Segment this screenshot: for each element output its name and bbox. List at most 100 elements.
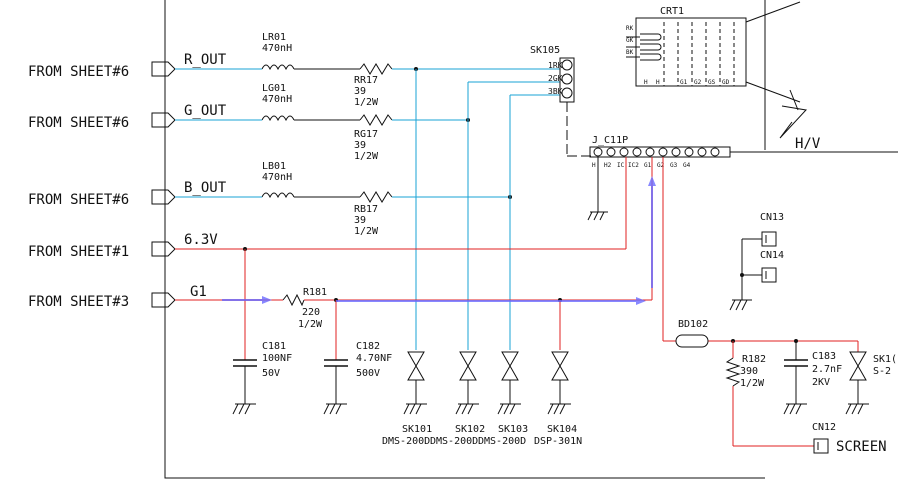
svg-text:50V: 50V xyxy=(262,368,280,379)
svg-text:G1: G1 xyxy=(680,79,688,86)
net-green-cathode xyxy=(175,81,560,350)
svg-text:C183: C183 xyxy=(812,351,836,362)
svg-text:G2: G2 xyxy=(657,162,665,169)
svg-text:100NF: 100NF xyxy=(262,353,292,364)
resistor-r182: R182 390 1/2W xyxy=(725,354,766,389)
svg-text:1/2W: 1/2W xyxy=(354,151,379,162)
svg-text:SK104: SK104 xyxy=(547,424,577,435)
crt-tube: CRT1 RK GK BK H H G1 G2 GS GD xyxy=(626,1,807,139)
svg-text:GK: GK xyxy=(626,37,634,44)
svg-text:RG17: RG17 xyxy=(354,129,378,140)
net-label-r-out: R_OUT xyxy=(184,52,227,68)
input-port-b: FROM SHEET#6 B_OUT xyxy=(28,180,262,208)
svg-text:1/2W: 1/2W xyxy=(354,97,379,108)
capacitor-c183: C183 2.7nF 2KV xyxy=(783,341,842,415)
ground-c181 xyxy=(232,403,256,415)
svg-text:G3: G3 xyxy=(670,162,678,169)
connector-sk105: SK105 1RK 2GK 3BK xyxy=(530,45,592,157)
svg-text:G4: G4 xyxy=(683,162,691,169)
svg-text:GD: GD xyxy=(722,79,730,86)
svg-text:39: 39 xyxy=(354,140,366,151)
net-heater-6v3 xyxy=(175,157,627,360)
sparkgap-sk102: SK102 DMS-200D xyxy=(430,351,485,447)
svg-text:39: 39 xyxy=(354,86,366,97)
net-blue-cathode xyxy=(175,94,560,350)
svg-text:1RK: 1RK xyxy=(548,61,563,70)
input-label-heater: FROM SHEET#1 xyxy=(28,244,129,260)
svg-text:J_C11P: J_C11P xyxy=(592,135,628,146)
svg-text:RB17: RB17 xyxy=(354,204,378,215)
svg-text:470nH: 470nH xyxy=(262,172,292,183)
svg-text:1/2W: 1/2W xyxy=(298,319,323,330)
net-screen xyxy=(662,157,859,447)
input-port-heater: FROM SHEET#1 6.3V xyxy=(28,232,218,260)
bead-bd102: BD102 xyxy=(675,319,709,348)
input-label-g1: FROM SHEET#3 xyxy=(28,294,129,310)
svg-text:SK105: SK105 xyxy=(530,45,560,56)
svg-text:C181: C181 xyxy=(262,341,286,352)
net-label-6v3: 6.3V xyxy=(184,232,218,248)
svg-text:220: 220 xyxy=(302,307,320,318)
svg-text:1/2W: 1/2W xyxy=(354,226,379,237)
input-port-g1: FROM SHEET#3 G1 xyxy=(28,284,207,310)
svg-text:G2: G2 xyxy=(694,79,702,86)
inductor-lr01: LR01 470nH xyxy=(261,32,295,71)
inductor-lg01: LG01 470nH xyxy=(261,83,295,122)
svg-text:2.7nF: 2.7nF xyxy=(812,364,842,375)
svg-text:S-2: S-2 xyxy=(873,366,891,377)
input-port-r: FROM SHEET#6 R_OUT xyxy=(28,52,262,80)
svg-text:SCREEN: SCREEN xyxy=(836,439,887,455)
svg-text:LG01: LG01 xyxy=(262,83,286,94)
resistor-r181: R181 220 1/2W xyxy=(282,287,327,330)
svg-text:DMS-200D: DMS-200D xyxy=(430,436,478,447)
sparkgap-partial: SK1( S-2 xyxy=(845,351,897,415)
svg-text:LR01: LR01 xyxy=(262,32,286,43)
inductor-lb01: LB01 470nH xyxy=(261,161,295,199)
svg-text:SK103: SK103 xyxy=(498,424,528,435)
svg-text:DMS-200D: DMS-200D xyxy=(382,436,430,447)
svg-text:SK101: SK101 xyxy=(402,424,432,435)
svg-text:390: 390 xyxy=(740,366,758,377)
svg-text:500V: 500V xyxy=(356,368,380,379)
svg-text:RR17: RR17 xyxy=(354,75,378,86)
svg-text:R181: R181 xyxy=(303,287,327,298)
svg-text:CN13: CN13 xyxy=(760,212,784,223)
svg-text:3BK: 3BK xyxy=(548,87,563,96)
svg-text:4.70NF: 4.70NF xyxy=(356,353,392,364)
resistor-rb17: RB17 39 1/2W xyxy=(354,191,393,237)
annotation-arrows xyxy=(222,176,656,305)
svg-text:R182: R182 xyxy=(742,354,766,365)
svg-text:CN14: CN14 xyxy=(760,250,784,261)
svg-text:IC: IC xyxy=(617,162,625,169)
svg-text:H: H xyxy=(656,79,660,86)
connector-cn14: CN14 xyxy=(740,250,784,283)
svg-text:470nH: 470nH xyxy=(262,94,292,105)
net-label-g1: G1 xyxy=(190,284,207,300)
ground-socket xyxy=(587,211,608,221)
net-label-g-out: G_OUT xyxy=(184,103,227,119)
ground-cn xyxy=(729,238,752,311)
sparkgap-sk103: SK103 DMS-200D xyxy=(478,351,528,447)
svg-text:DSP-301N: DSP-301N xyxy=(534,436,582,447)
input-label-g: FROM SHEET#6 xyxy=(28,115,129,131)
svg-text:CRT1: CRT1 xyxy=(660,6,684,17)
svg-text:BK: BK xyxy=(626,49,634,56)
connector-cn13: CN13 xyxy=(748,212,784,247)
svg-text:H: H xyxy=(644,79,648,86)
capacitor-c182: C182 4.70NF 500V xyxy=(324,341,392,404)
net-label-b-out: B_OUT xyxy=(184,180,227,196)
svg-text:G1: G1 xyxy=(644,162,652,169)
svg-text:C182: C182 xyxy=(356,341,380,352)
connector-cn12: CN12 SCREEN xyxy=(812,422,887,455)
svg-text:2GK: 2GK xyxy=(548,74,563,83)
svg-text:CN12: CN12 xyxy=(812,422,836,433)
svg-text:DMS-200D: DMS-200D xyxy=(478,436,526,447)
sparkgap-sk104: SK104 DSP-301N xyxy=(534,351,582,447)
net-g1 xyxy=(175,157,653,360)
svg-text:SK1(: SK1( xyxy=(873,354,897,365)
svg-text:LB01: LB01 xyxy=(262,161,286,172)
ground-c182 xyxy=(323,403,347,415)
svg-text:RK: RK xyxy=(626,25,634,32)
svg-text:2KV: 2KV xyxy=(812,377,830,388)
